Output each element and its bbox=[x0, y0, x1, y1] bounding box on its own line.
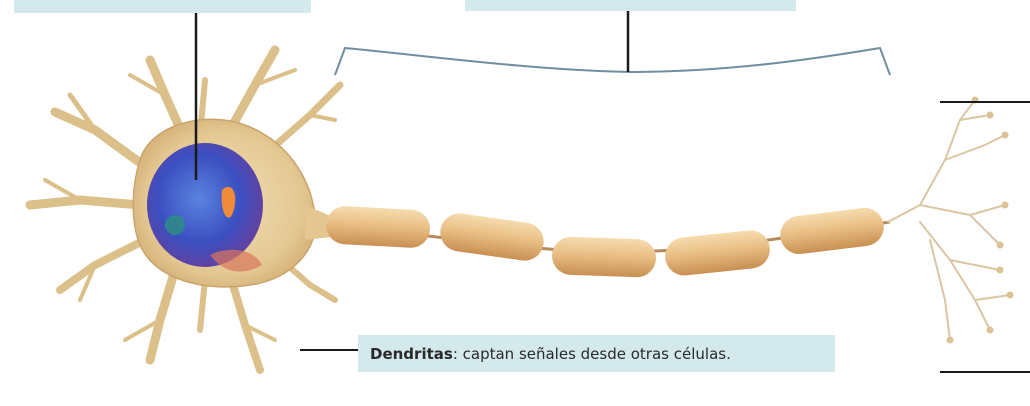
soma-label-box bbox=[14, 0, 311, 13]
myelin-segment bbox=[778, 206, 886, 256]
dendrites-label-term: Dendritas bbox=[370, 345, 453, 363]
myelin-sheath bbox=[325, 205, 886, 277]
myelin-segment bbox=[551, 236, 656, 278]
axon-bracket bbox=[335, 48, 890, 75]
myelin-segment bbox=[438, 211, 546, 263]
myelin-segment bbox=[325, 205, 431, 248]
dendrites-label-description: : captan señales desde otras células. bbox=[453, 345, 731, 363]
terminal-boutons bbox=[947, 97, 1014, 344]
dendrites-label-box: Dendritas: captan señales desde otras cé… bbox=[358, 335, 835, 372]
nucleolus bbox=[165, 215, 185, 235]
axon-terminal bbox=[888, 100, 1010, 340]
axon-label-box bbox=[465, 0, 796, 11]
nucleus bbox=[147, 143, 263, 267]
myelin-segment bbox=[663, 229, 771, 278]
